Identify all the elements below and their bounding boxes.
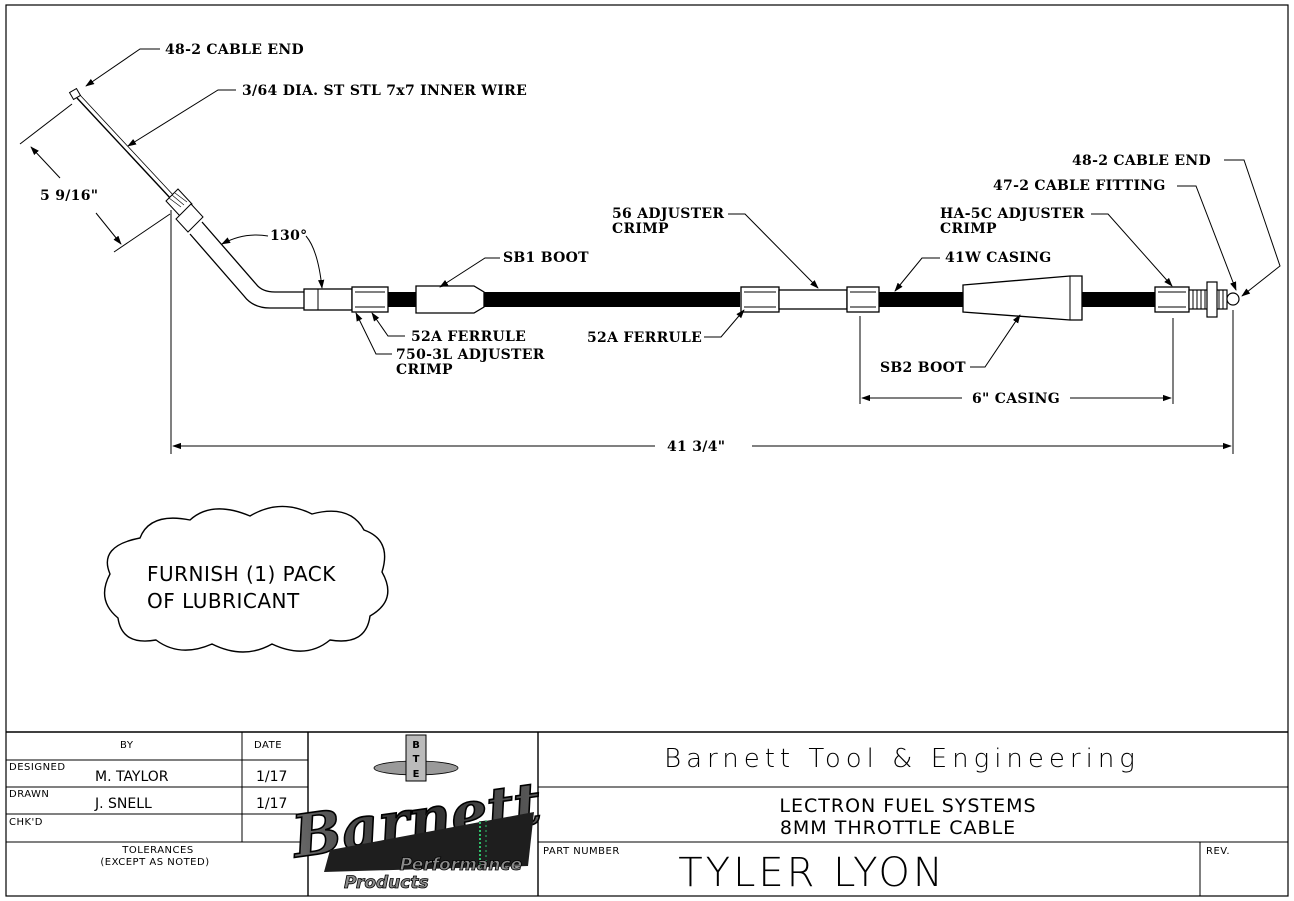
adjuster-ha5c [1154, 286, 1190, 313]
rev-label: REV. [1206, 846, 1230, 857]
label-cable-fitting: 47-2 CABLE FITTING [993, 178, 1166, 194]
inner-wire [76, 97, 173, 201]
checked-label: CHK'D [9, 817, 43, 828]
callout-labels: 48-2 CABLE END 3/64 DIA. ST STL 7x7 INNE… [40, 42, 1211, 455]
logo-tagline-2: Products [344, 873, 429, 893]
bte-emblem: B T E [373, 734, 459, 782]
label-ferrule-1: 52A FERRULE [411, 329, 526, 345]
label-adjuster-56-line2: CRIMP [612, 221, 669, 237]
label-adjuster-ha5c-line1: HA-5C ADJUSTER [940, 206, 1085, 222]
label-casing-length: 6" CASING [972, 391, 1060, 407]
label-angled-length: 5 9/16" [40, 188, 98, 204]
note-line-2: OF LUBRICANT [147, 589, 300, 613]
label-overall-length: 41 3/4" [667, 439, 725, 455]
label-casing-41w: 41W CASING [945, 250, 1052, 266]
date-header: DATE [254, 740, 282, 751]
cable-fitting-47-2 [1188, 281, 1228, 318]
part-number-label: PART NUMBER [543, 846, 620, 857]
svg-text:E: E [413, 769, 420, 780]
label-ferrule-2: 52A FERRULE [587, 330, 702, 346]
company-name: Barnett Tool & Engineering [664, 744, 1140, 774]
label-adjuster-750-line2: CRIMP [396, 362, 453, 378]
barnett-logo: B T E Barnett Performance Products [285, 734, 546, 893]
cable-assembly [68, 87, 1240, 321]
adjuster-56 [778, 289, 848, 310]
label-adjuster-56-line1: 56 ADJUSTER [612, 206, 724, 222]
note-cloud [103, 505, 389, 653]
dimensions [19, 103, 1234, 454]
label-right-cable-end: 48-2 CABLE END [1072, 153, 1211, 169]
title-block: BY DATE DESIGNED M. TAYLOR 1/17 DRAWN J.… [6, 731, 1288, 896]
label-bend-angle: 130° [270, 228, 307, 244]
drawn-by: J. SNELL [94, 796, 152, 812]
adjuster-56-nut [846, 286, 880, 313]
leaders [85, 48, 1281, 368]
ferrule-52a-1 [351, 286, 389, 313]
logo-tagline-1: Performance [400, 855, 522, 875]
label-sb2-boot: SB2 BOOT [880, 360, 966, 376]
svg-text:T: T [413, 754, 420, 765]
label-left-cable-end: 48-2 CABLE END [165, 42, 304, 58]
part-number: TYLER LYON [678, 850, 946, 896]
designed-date: 1/17 [256, 769, 287, 785]
by-header: BY [120, 740, 134, 751]
note-line-1: FURNISH (1) PACK [147, 562, 336, 586]
sb2-boot [962, 275, 1083, 321]
sheet-border [5, 4, 1289, 897]
drawn-label: DRAWN [9, 789, 49, 800]
lubricant-note: FURNISH (1) PACK OF LUBRICANT [103, 505, 389, 653]
tolerances-line-1: TOLERANCES [121, 845, 193, 856]
bent-tube [189, 233, 305, 309]
designed-by: M. TAYLOR [95, 769, 169, 785]
svg-text:B: B [412, 740, 420, 751]
project-line-2: 8MM THROTTLE CABLE [780, 817, 1016, 839]
label-sb1-boot: SB1 BOOT [503, 250, 589, 266]
designed-label: DESIGNED [9, 762, 66, 773]
ferrule-52a-2 [740, 286, 780, 313]
adjuster-750-3l [303, 288, 353, 311]
logo-band [324, 812, 534, 872]
label-adjuster-ha5c-line2: CRIMP [940, 221, 997, 237]
label-inner-wire: 3/64 DIA. ST STL 7x7 INNER WIRE [242, 83, 527, 99]
tolerances-line-2: (EXCEPT AS NOTED) [100, 857, 209, 868]
right-cable-end [1226, 292, 1240, 306]
project-line-1: LECTRON FUEL SYSTEMS [779, 795, 1036, 817]
left-cable-end [68, 87, 82, 101]
sb1-boot [415, 285, 485, 314]
drawn-date: 1/17 [256, 796, 287, 812]
left-threaded-fitting [165, 188, 204, 233]
label-adjuster-750-line1: 750-3L ADJUSTER [396, 347, 545, 363]
